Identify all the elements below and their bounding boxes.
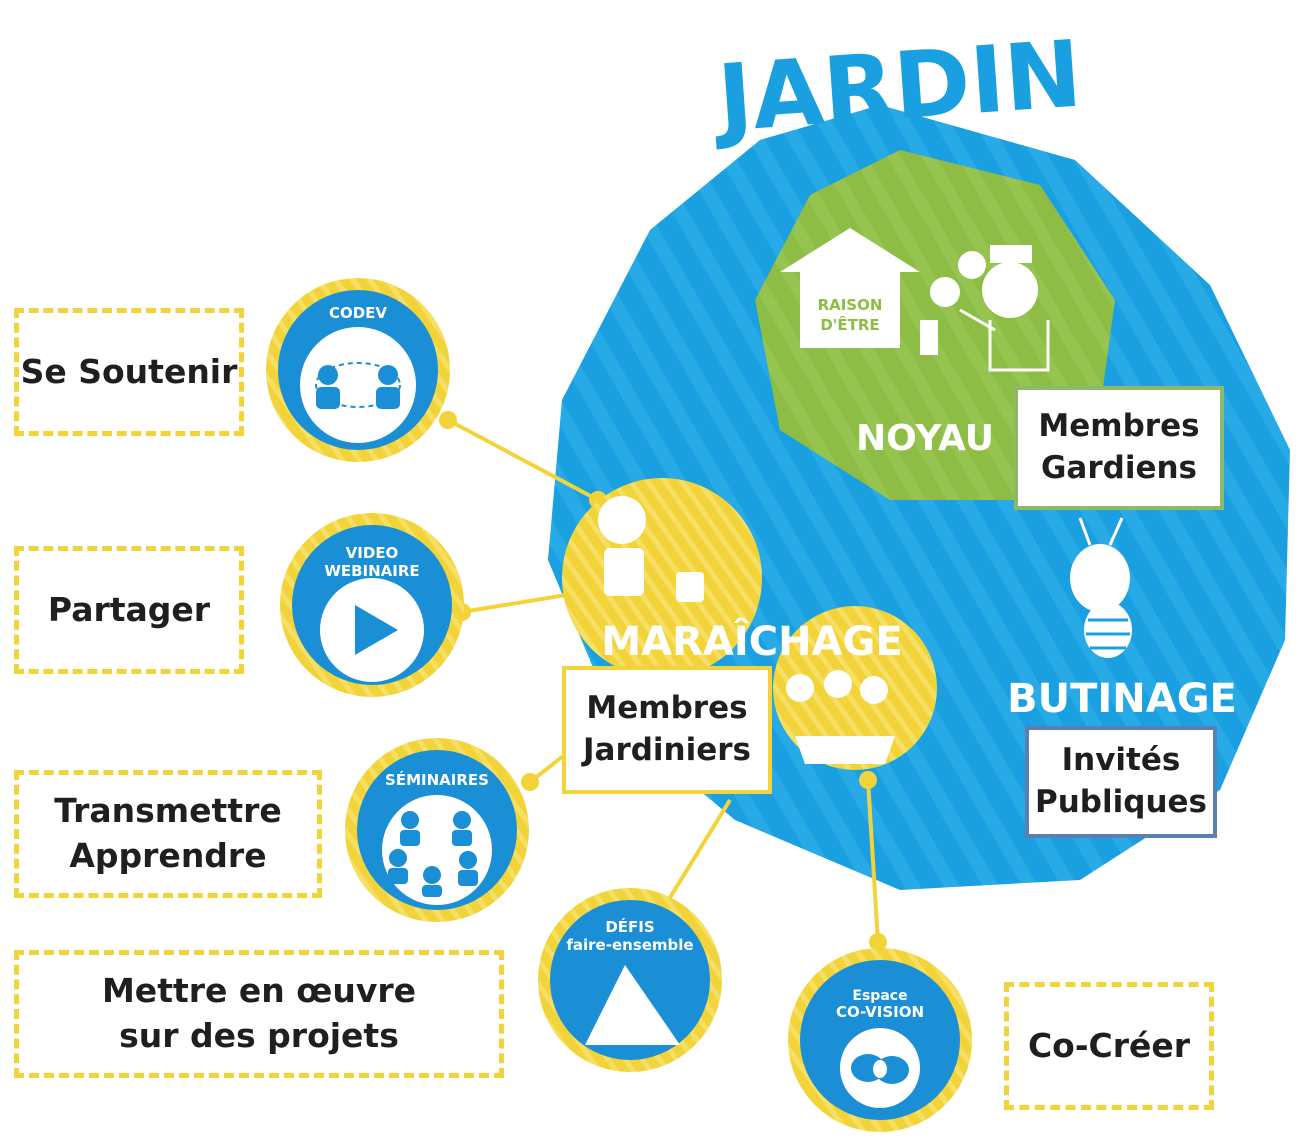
bee-icon — [1070, 517, 1132, 658]
badge-video-line1: VIDEO — [346, 544, 399, 562]
badge-defis-line2: faire-ensemble — [566, 936, 693, 954]
speech-bubbles-icon — [851, 1054, 909, 1084]
badge-defis: DÉFIS faire-ensemble — [538, 888, 722, 1072]
house-sign-line2: D'ÊTRE — [820, 315, 879, 334]
badge-video-line2: WEBINAIRE — [324, 562, 419, 580]
gardener-girl-icon — [598, 496, 704, 602]
label-transmettre-apprendre: Transmettre Apprendre — [14, 770, 322, 898]
role-membres-jardiniers: Membres Jardiniers — [562, 666, 772, 794]
badge-defis-line1: DÉFIS — [605, 917, 654, 936]
maraichage-area-2 — [773, 606, 937, 770]
group-people-icon — [388, 811, 478, 897]
flower-pot-icon — [786, 670, 895, 764]
zone-label-butinage: BUTINAGE — [1007, 676, 1237, 722]
badge-codev-line1: CODEV — [329, 304, 387, 322]
label-co-creer: Co-Créer — [1004, 982, 1214, 1110]
mountain-icon — [585, 965, 680, 1045]
zone-label-noyau: NOYAU — [856, 418, 994, 459]
zone-label-maraichage: MARAÎCHAGE — [601, 617, 902, 665]
label-mettre-en-oeuvre: Mettre en œuvre sur des projets — [14, 950, 504, 1078]
gardener-figures-icon — [930, 245, 1050, 372]
badge-video-webinaire: VIDEO WEBINAIRE — [280, 513, 464, 697]
play-icon — [355, 605, 398, 655]
badge-covision-line2: CO-VISION — [836, 1003, 924, 1021]
badge-covision: Espace CO-VISION — [788, 948, 972, 1132]
diagram-title: JARDIN — [709, 20, 1085, 153]
badge-codev: CODEV — [266, 278, 450, 462]
label-partager: Partager — [14, 546, 244, 674]
role-invites-publiques: Invités Publiques — [1025, 726, 1217, 838]
badge-seminaires-line1: SÉMINAIRES — [385, 770, 489, 789]
badge-covision-line1: Espace — [852, 988, 907, 1004]
house-sign: RAISON D'ÊTRE — [780, 228, 938, 355]
badge-seminaires: SÉMINAIRES — [345, 738, 529, 922]
label-se-soutenir: Se Soutenir — [14, 308, 244, 436]
role-membres-gardiens: Membres Gardiens — [1014, 386, 1224, 510]
house-sign-line1: RAISON — [818, 296, 883, 314]
